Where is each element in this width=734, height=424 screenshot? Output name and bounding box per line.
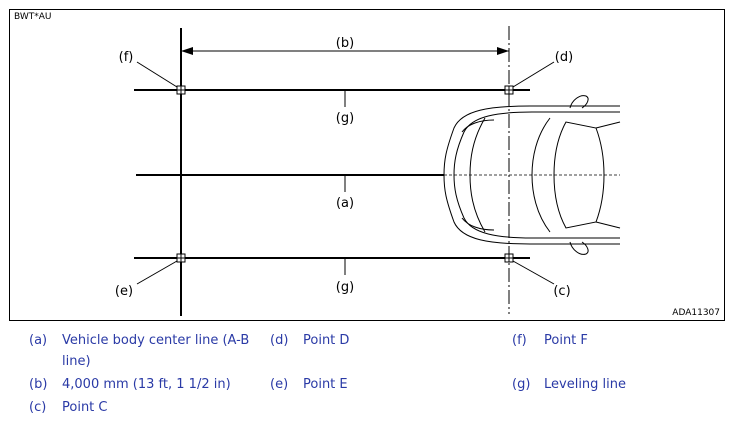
label-d: (d) [555,50,573,65]
label-f: (f) [119,50,134,65]
legend-text: Point C [62,400,108,415]
legend-key: (g) [512,377,531,392]
vehicle-front-outline [443,95,621,255]
label-b: (b) [336,36,354,51]
label-c: (c) [553,284,570,299]
legend-key: (c) [29,400,47,415]
legend-key: (d) [270,333,289,348]
dimension-b [181,47,509,55]
label-a: (a) [336,196,354,211]
point-d-marker [504,85,514,95]
legend-key: (f) [512,333,527,348]
legend-text-cont: line) [62,354,91,369]
legend-key: (b) [29,377,48,392]
leader-e [136,260,178,285]
diagram-drawing: (b) (f) (d) (g) (a) (g) (e) (c) [115,26,621,316]
legend-text: Point F [544,333,588,348]
label-g-top: (g) [336,111,354,126]
leader-f [136,61,178,88]
label-e: (e) [115,284,133,299]
leader-d [512,61,555,88]
figure-code-top: BWT*AU [14,12,52,22]
legend: (a) Vehicle body center line (A-B line) … [0,330,734,424]
legend-text: 4,000 mm (13 ft, 1 1/2 in) [62,377,231,392]
diagram-figure: BWT*AU ADA11307 [9,9,725,321]
legend-key: (a) [29,333,48,348]
point-e-marker [176,253,186,263]
point-c-marker [504,253,514,263]
legend-text: Point D [303,333,350,348]
legend-text: Leveling line [544,377,627,392]
label-g-bottom: (g) [336,280,354,295]
legend-text: Point E [303,377,348,392]
legend-key: (e) [270,377,289,392]
point-f-marker [176,85,186,95]
legend-text: Vehicle body center line (A-B [62,333,250,348]
leader-c [512,260,555,285]
figure-code-bottom: ADA11307 [672,308,720,318]
